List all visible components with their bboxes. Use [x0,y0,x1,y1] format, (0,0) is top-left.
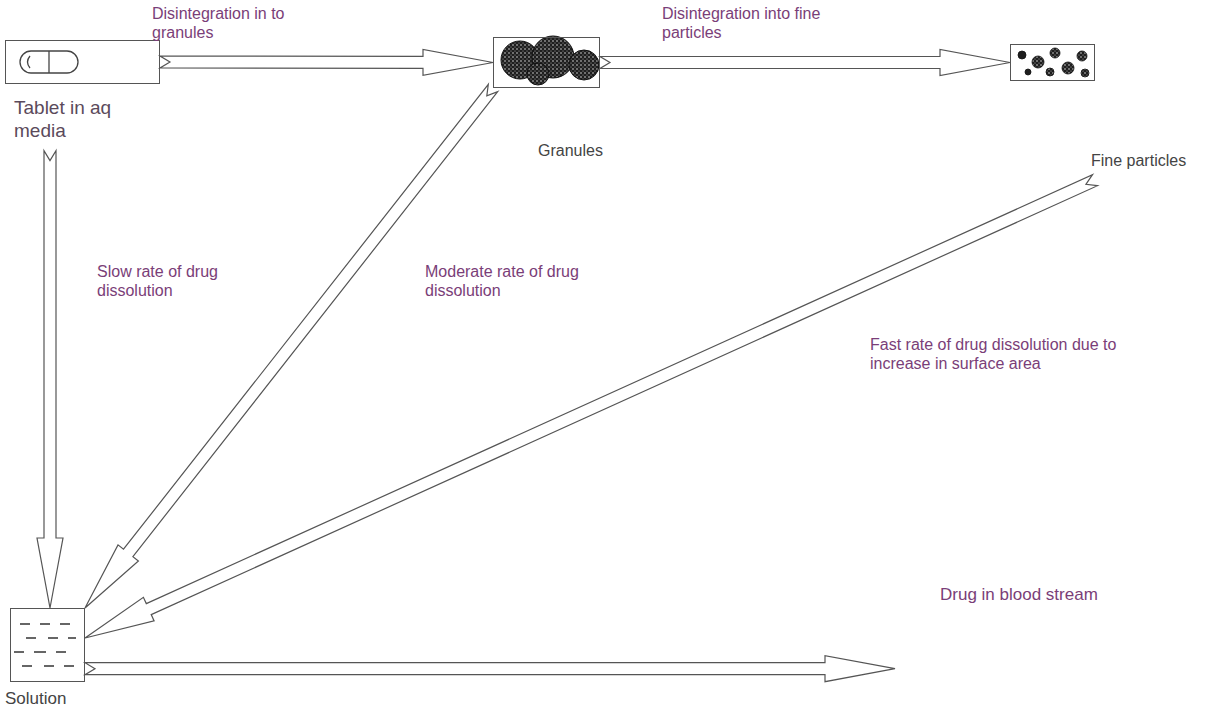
granules-icon [501,36,599,85]
edge-label: Slow rate of drug dissolution [97,262,272,300]
block-arrow [85,84,498,608]
node-label: Tablet in aq media [14,97,149,143]
solution-icon [14,624,76,666]
node-label: Drug in blood stream [940,585,1098,605]
fine-particles-box: Fine particles [1010,44,1095,81]
tablet-icon [20,51,78,73]
edge-label: Disintegration in to granules [152,4,317,42]
granules-box: Granules [493,37,600,88]
edge-label: Fast rate of drug dissolution due to inc… [870,335,1170,373]
edge-label: Moderate rate of drug dissolution [425,262,605,300]
tablet-box: Tablet in aq media [5,40,160,84]
block-arrow [85,175,1098,638]
node-label: Fine particles [1091,151,1186,170]
fine-particles-icon [1018,48,1089,77]
block-arrow [600,50,1010,76]
block-arrow [85,656,895,682]
node-label: Solution [5,689,66,709]
block-arrow [37,151,63,608]
edge-label: Disintegration into fine particles [662,4,852,42]
node-label: Granules [538,141,603,160]
solution-box: Solution [10,608,85,682]
block-arrow [160,49,493,75]
drug-in-blood-text: Drug in blood stream [895,585,1104,680]
